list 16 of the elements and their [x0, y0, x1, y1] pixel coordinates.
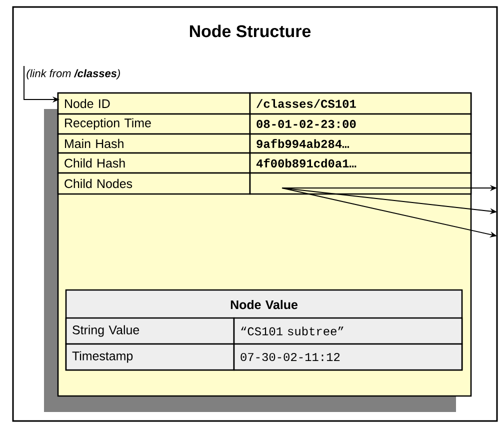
table-cell: Reception Time — [57, 113, 251, 135]
table-cell: 07-30-02-11:12 — [233, 343, 463, 371]
table-cell — [249, 172, 472, 195]
link-label: (link from /classes) — [26, 69, 120, 80]
table-cell: Child Nodes — [57, 172, 251, 195]
table-cell: 08-01-02-23:00 — [249, 113, 472, 135]
table-cell: /classes/CS101 — [249, 92, 472, 115]
title: Node Structure — [190, 24, 311, 38]
table-cell: “CS101 subtree” — [233, 317, 463, 345]
table-cell: Timestamp — [65, 343, 235, 371]
table-cell: Main Hash — [57, 133, 251, 154]
table-cell: String Value — [65, 317, 235, 345]
table-cell: 9afb994ab284… — [249, 133, 472, 154]
table-cell: Child Hash — [57, 152, 251, 174]
table-cell: 4f00b891cd0a1… — [249, 152, 472, 174]
table-cell: Node ID — [57, 92, 251, 115]
